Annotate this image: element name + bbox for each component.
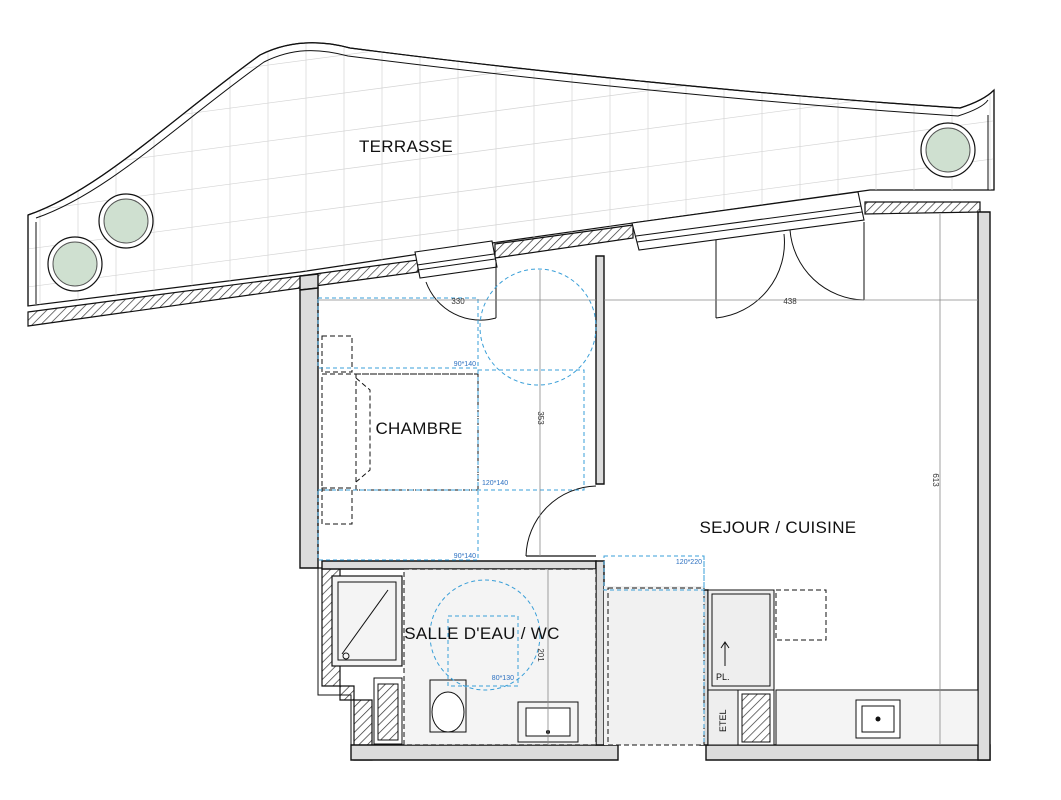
dimension-bathroom-depth: 201 [536,648,545,662]
window-chambre [414,240,498,321]
terrace-grid-line [28,42,994,61]
dimension-terrace-door: 330 [451,297,465,306]
terrace-grid-line [28,157,994,289]
nightstand-top [321,335,353,373]
placard: PL. [707,589,775,691]
room-label-sejour: SEJOUR / CUISINE [700,518,857,537]
bathroom-outline [403,568,597,746]
planter-left-top [98,193,154,249]
dimension-living-width: 438 [783,297,797,306]
clearance-label-bathroom: 80*130 [492,675,514,682]
dimension-lines [318,214,978,745]
clearance-label-bed-side-top: 90*140 [454,361,476,368]
room-label-chambre: CHAMBRE [375,419,462,438]
clearance-label-entry: 120*220 [676,559,702,566]
chambre-door [525,485,597,557]
clearance-label-bed-side-bottom: 90*140 [454,553,476,560]
clearance-label-bed: 120*140 [482,480,508,487]
entry-area [604,586,705,746]
etel-label: ETEL [718,709,728,732]
facade-wall [27,201,981,327]
etel-cabinet: ETEL [707,689,775,746]
bathroom-storage [373,677,403,745]
dimension-living-depth: 613 [931,473,940,487]
clearance-zones [317,268,705,745]
nightstand-bottom [321,487,353,525]
terrace-grid-line [28,81,994,213]
terrace-grid-line [28,119,994,251]
shower [331,575,403,667]
dimension-chambre-depth: 353 [536,411,545,425]
room-label-terrasse: TERRASSE [359,137,453,156]
terrace-area [27,42,995,307]
placard-label: PL. [716,672,730,682]
room-label-salle-eau: SALLE D'EAU / WC [404,624,559,643]
planter-left-bottom [47,236,103,292]
planter-right [920,122,976,178]
window-sejour [631,191,865,319]
toilet [429,679,467,733]
kitchen-counter [775,589,979,746]
